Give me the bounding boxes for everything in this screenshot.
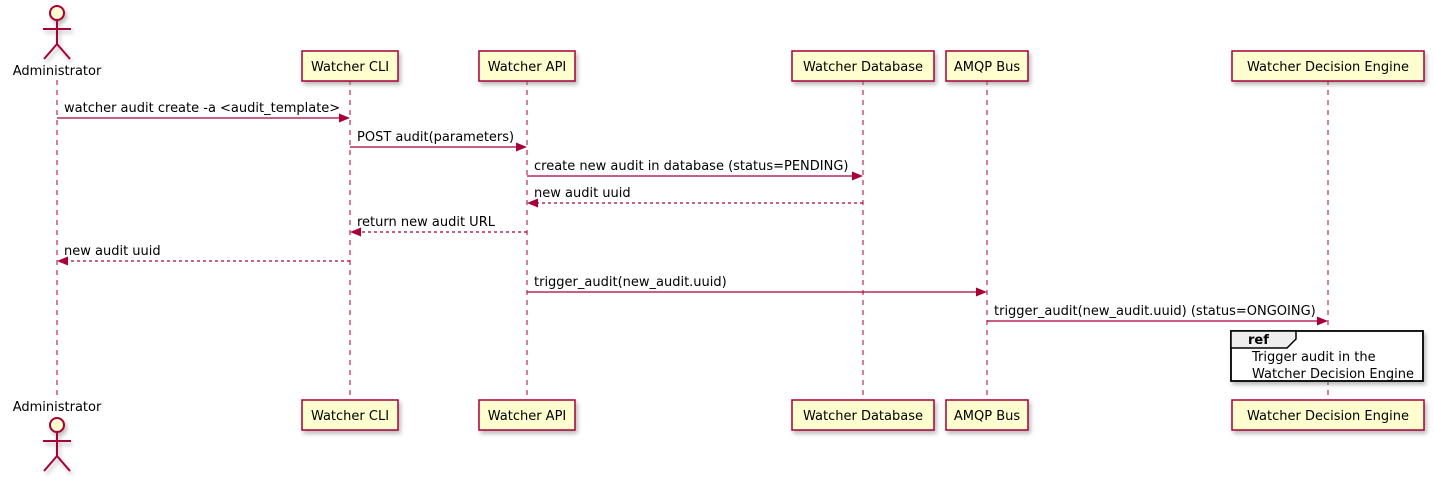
actor-label-bottom: Administrator <box>13 400 102 415</box>
message-label-5: return new audit URL <box>357 215 496 230</box>
participant-label-amqp-bus-top: AMQP Bus <box>954 60 1020 75</box>
participant-box-watcher-decision-engine-top <box>1231 50 1425 82</box>
actor-leg-left <box>43 455 58 472</box>
participant-label-amqp-bus-bottom: AMQP Bus <box>954 409 1020 424</box>
actor-leg-left <box>43 43 58 60</box>
actor-figure-administrator-bottom <box>43 417 71 472</box>
participant-label-watcher-decision-engine-top: Watcher Decision Engine <box>1247 60 1409 75</box>
actor-figure-administrator-top <box>43 5 71 60</box>
message-label-7: trigger_audit(new_audit.uuid) <box>534 275 727 290</box>
actor-leg-right <box>56 43 71 60</box>
participant-box-watcher-database-bottom <box>791 399 935 431</box>
ref-keyword: ref <box>1248 333 1269 348</box>
participant-label-watcher-decision-engine-bottom: Watcher Decision Engine <box>1247 409 1409 424</box>
participant-box-watcher-cli-bottom <box>301 399 399 431</box>
message-arrowhead-8 <box>1317 316 1328 326</box>
participant-box-watcher-api-bottom <box>478 399 576 431</box>
participant-label-watcher-cli-top: Watcher CLI <box>311 60 389 75</box>
participant-label-watcher-database-top: Watcher Database <box>803 60 923 75</box>
message-arrowhead-5 <box>350 227 361 237</box>
participant-label-watcher-cli-bottom: Watcher CLI <box>311 409 389 424</box>
message-arrowhead-6 <box>57 256 68 266</box>
participant-label-watcher-database-bottom: Watcher Database <box>803 409 923 424</box>
message-label-1: watcher audit create -a <audit_template> <box>64 101 340 116</box>
message-label-4: new audit uuid <box>534 186 631 201</box>
message-label-6: new audit uuid <box>64 244 161 259</box>
message-arrowhead-1 <box>339 113 350 123</box>
actor-head <box>49 417 65 433</box>
participant-label-watcher-api-bottom: Watcher API <box>488 409 567 424</box>
message-arrowhead-2 <box>516 142 527 152</box>
message-arrowhead-4 <box>527 198 538 208</box>
participant-box-watcher-api-top <box>478 50 576 82</box>
ref-text-line-2: Watcher Decision Engine <box>1252 367 1414 382</box>
participant-box-watcher-decision-engine-bottom <box>1231 399 1425 431</box>
message-label-3: create new audit in database (status=PEN… <box>534 159 849 174</box>
actor-head <box>49 5 65 21</box>
ref-text-line-1: Trigger audit in the <box>1251 350 1376 365</box>
ref-header-pentagon <box>1230 330 1297 349</box>
message-label-2: POST audit(parameters) <box>357 130 514 145</box>
message-arrowhead-7 <box>976 287 987 297</box>
message-label-8: trigger_audit(new_audit.uuid) (status=ON… <box>994 304 1316 319</box>
actor-label-top: Administrator <box>13 64 102 79</box>
participant-box-amqp-bus-bottom <box>945 399 1029 431</box>
participant-box-watcher-database-top <box>791 50 935 82</box>
actor-leg-right <box>56 455 71 472</box>
message-arrowhead-3 <box>852 171 863 181</box>
participant-label-watcher-api-top: Watcher API <box>488 60 567 75</box>
participant-box-watcher-cli-top <box>301 50 399 82</box>
participant-box-amqp-bus-top <box>945 50 1029 82</box>
